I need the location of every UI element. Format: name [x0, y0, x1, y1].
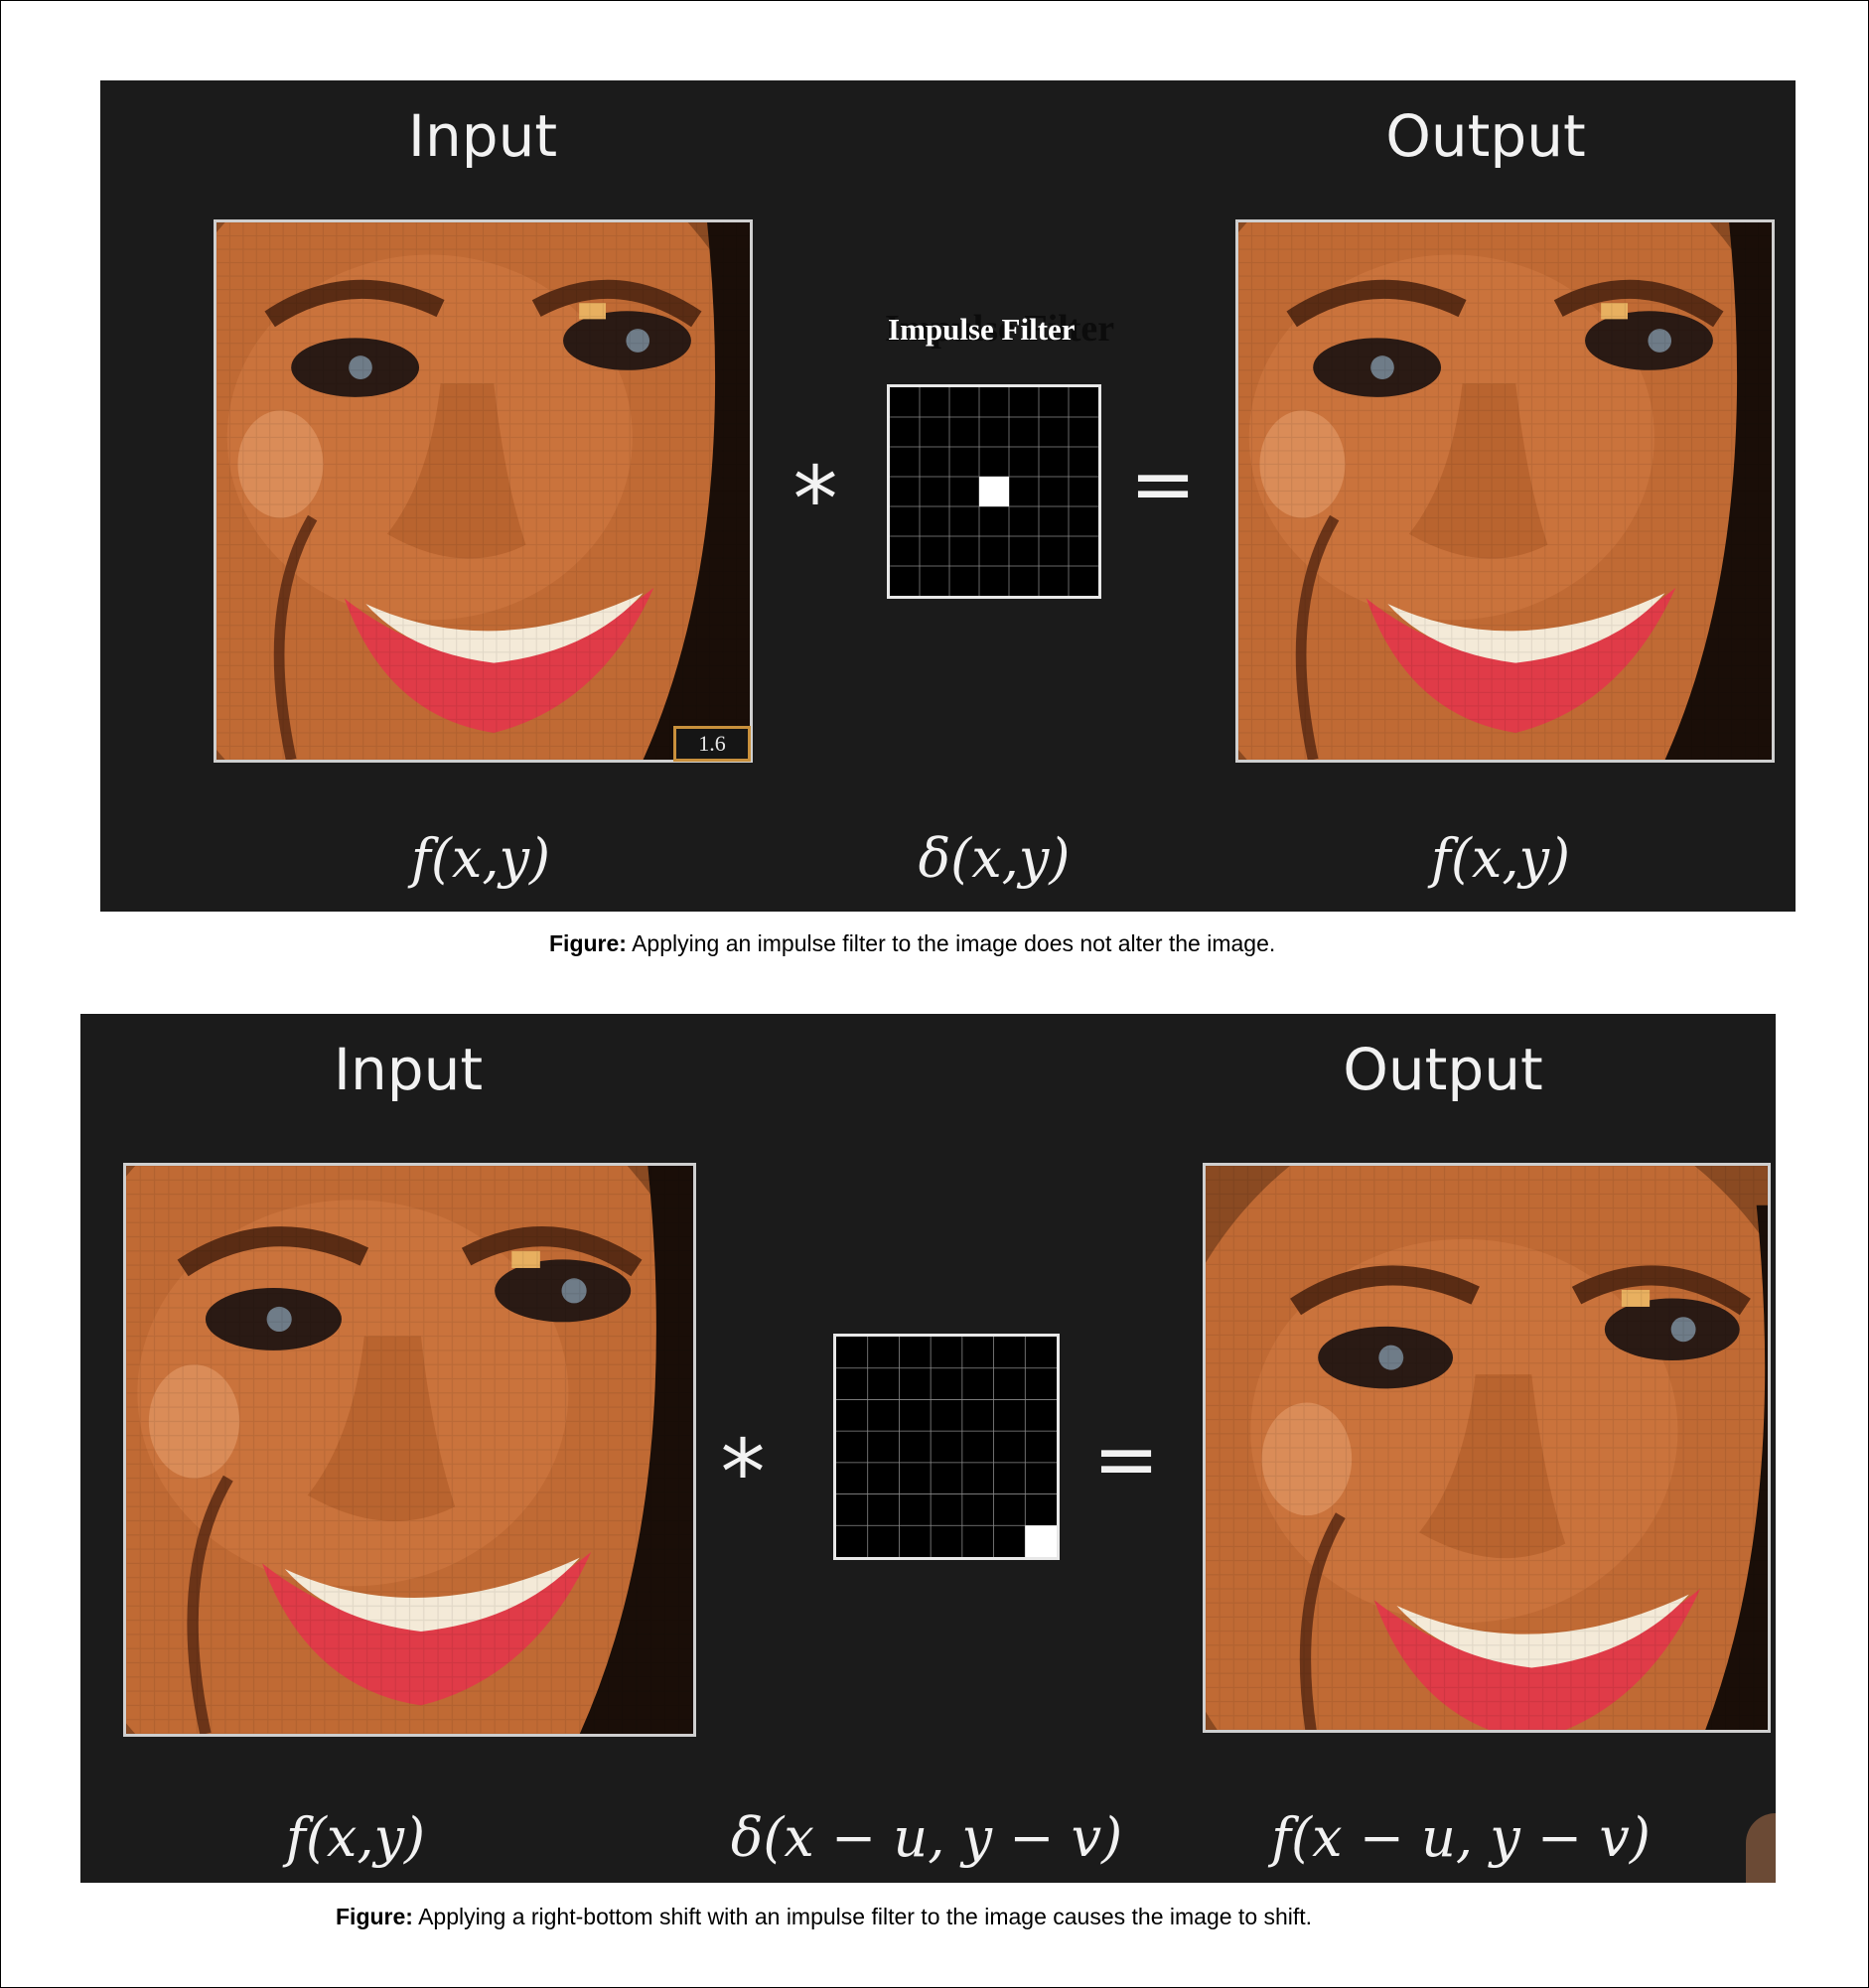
input-face-image	[123, 1163, 696, 1737]
figure-2-caption: Figure: Applying a right-bottom shift wi…	[336, 1904, 1312, 1930]
filter-label: Impulse Filter	[888, 312, 1076, 347]
output-heading: Output	[1343, 1036, 1543, 1103]
figure-1-image: Input Output 1.6 * Impulse Filter Impuls…	[100, 80, 1796, 912]
output-shifted-face-image	[1203, 1163, 1771, 1733]
figure-2-image: Input Output * = f(x,y) δ(x − u, y − v) …	[80, 1014, 1776, 1883]
impulse-kernel	[887, 384, 1101, 599]
output-heading: Output	[1385, 102, 1586, 170]
filter-formula: δ(x,y)	[918, 827, 1071, 890]
filter-label-shadow: Impulse Filter	[885, 308, 1115, 350]
input-formula: f(x,y)	[285, 1806, 426, 1869]
face-illustration	[1206, 1166, 1768, 1730]
caption-label: Figure:	[549, 930, 627, 956]
face-illustration	[1238, 222, 1772, 760]
face-illustration	[126, 1166, 693, 1734]
caption-label: Figure:	[336, 1904, 413, 1929]
input-face-image	[214, 219, 753, 763]
convolution-operator: *	[720, 1421, 766, 1525]
face-illustration	[216, 222, 750, 760]
caption-text: Applying an impulse filter to the image …	[626, 930, 1276, 956]
kernel-grid	[890, 387, 1098, 596]
corner-fragment	[1746, 1813, 1776, 1883]
kernel-grid	[836, 1337, 1057, 1557]
output-face-image	[1235, 219, 1775, 763]
impulse-cell	[1025, 1525, 1057, 1557]
output-formula: f(x,y)	[1430, 827, 1571, 890]
input-formula: f(x,y)	[410, 827, 551, 890]
input-heading: Input	[407, 102, 558, 170]
figure-1-caption: Figure: Applying an impulse filter to th…	[549, 930, 1275, 957]
shift-kernel	[833, 1334, 1060, 1560]
equals-operator: =	[1129, 438, 1197, 530]
zoom-badge: 1.6	[673, 726, 751, 762]
impulse-cell	[979, 477, 1009, 506]
equals-operator: =	[1092, 1413, 1160, 1505]
input-heading: Input	[333, 1036, 484, 1103]
caption-text: Applying a right-bottom shift with an im…	[412, 1904, 1313, 1929]
convolution-operator: *	[792, 448, 838, 552]
output-formula: f(x − u, y − v)	[1271, 1806, 1651, 1869]
filter-formula: δ(x − u, y − v)	[730, 1806, 1123, 1869]
